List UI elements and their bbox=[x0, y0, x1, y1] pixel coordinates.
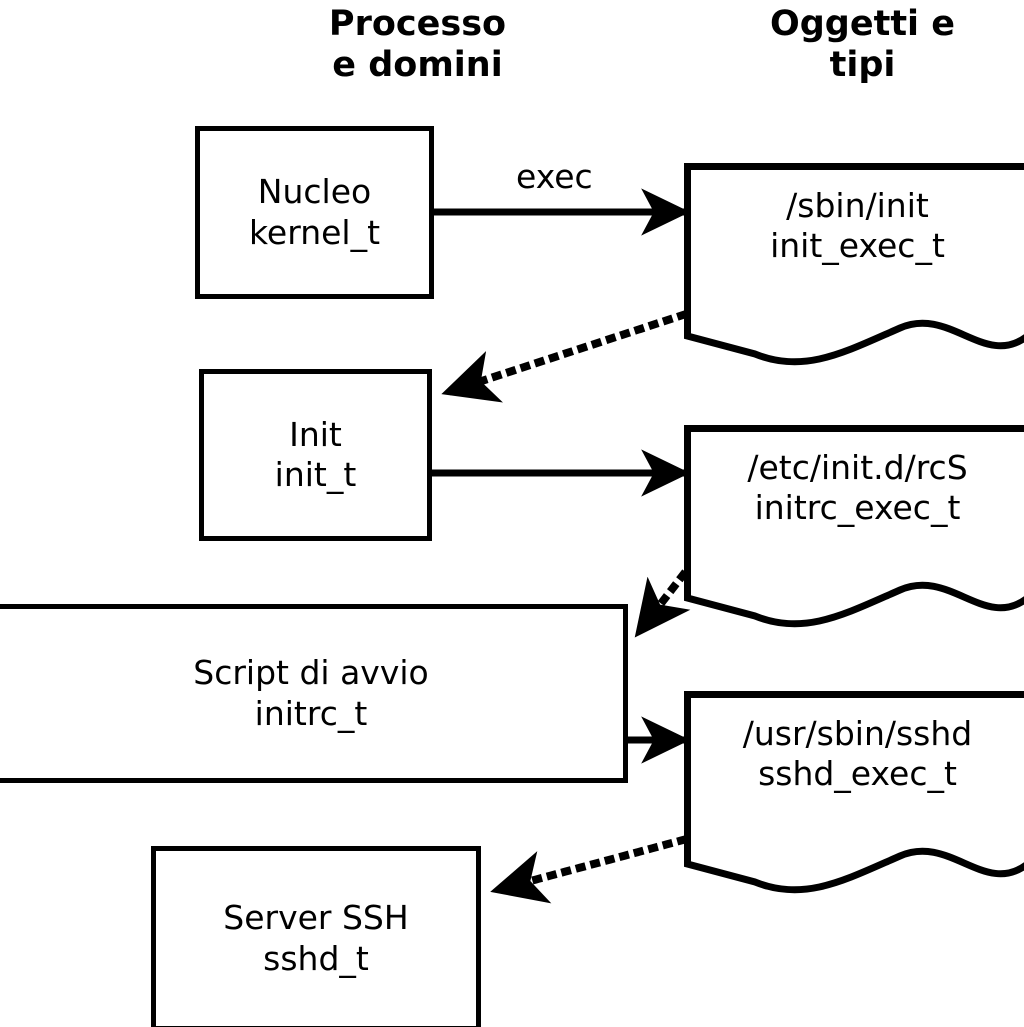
edge-init-exec-to-init bbox=[441, 309, 689, 403]
document-shape-icon bbox=[684, 691, 1024, 894]
object-doc-sshd-exec[interactable]: /usr/sbin/sshd sshd_exec_t bbox=[684, 691, 1024, 894]
edge-label-exec: exec bbox=[516, 157, 593, 196]
process-box-initrc[interactable]: Script di avvio initrc_t bbox=[0, 604, 628, 783]
edge-initrc-exec-to-initrc bbox=[633, 569, 691, 638]
process-box-init-label: Init init_t bbox=[274, 414, 357, 494]
edge-sshd-exec-to-sshd bbox=[490, 835, 688, 904]
process-box-sshd-label: Server SSH sshd_t bbox=[223, 898, 409, 978]
object-doc-init-exec-label: /sbin/init init_exec_t bbox=[770, 186, 945, 266]
document-shape-icon bbox=[684, 425, 1024, 628]
object-doc-init-exec[interactable]: /sbin/init init_exec_t bbox=[684, 163, 1024, 366]
process-box-initrc-label: Script di avvio initrc_t bbox=[193, 653, 429, 733]
column-header-processes: Processo e domini bbox=[328, 4, 507, 86]
document-shape-icon bbox=[684, 163, 1024, 366]
object-doc-initrc-exec-label: /etc/init.d/rcS initrc_exec_t bbox=[747, 448, 968, 528]
process-box-kernel-label: Nucleo kernel_t bbox=[248, 172, 381, 252]
process-box-sshd[interactable]: Server SSH sshd_t bbox=[151, 846, 481, 1027]
column-header-objects: Oggetti e tipi bbox=[770, 4, 955, 86]
process-box-init[interactable]: Init init_t bbox=[199, 369, 432, 541]
object-doc-initrc-exec[interactable]: /etc/init.d/rcS initrc_exec_t bbox=[684, 425, 1024, 628]
process-box-kernel[interactable]: Nucleo kernel_t bbox=[195, 126, 434, 299]
object-doc-sshd-exec-label: /usr/sbin/sshd sshd_exec_t bbox=[742, 714, 973, 794]
